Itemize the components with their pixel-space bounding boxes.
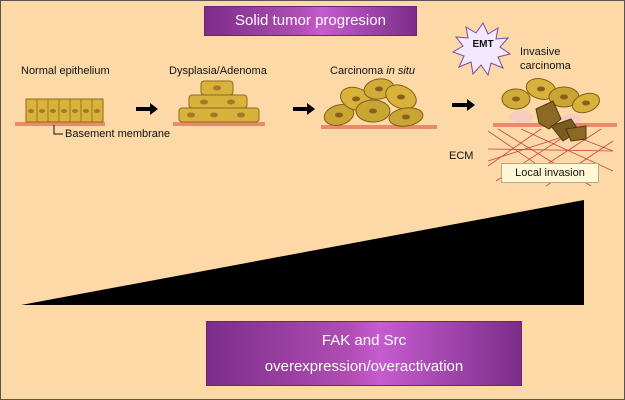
dysplasia-cells (178, 80, 260, 123)
basement-membrane-label: Basement membrane (65, 128, 171, 140)
stage-label-invasive-1: Invasive (520, 46, 561, 58)
stage-label-cis-italic: in situ (386, 65, 415, 77)
stage-label-cis: Carcinoma in situ (330, 65, 415, 77)
basement-membrane-normal (15, 122, 105, 126)
expression-wedge (21, 200, 584, 305)
arrow-3 (452, 99, 475, 111)
fak-src-line1: FAK and Src (321, 332, 407, 349)
stage-label-cis-main: Carcinoma (330, 65, 387, 77)
carcinoma-in-situ-cells (323, 78, 424, 127)
progression-arrows (136, 99, 475, 115)
basement-membrane-cis (321, 125, 437, 129)
local-invasion-label: Local invasion (501, 163, 599, 183)
fak-src-banner: FAK and Src overexpression/overactivatio… (206, 321, 522, 386)
ecm-label: ECM (449, 150, 474, 162)
invasive-carcinoma-cells (501, 78, 601, 142)
title-banner: Solid tumor progresion (204, 6, 417, 36)
fak-src-line2: overexpression/overactivation (264, 358, 464, 375)
emt-starburst (451, 21, 512, 77)
stage-label-invasive-2: carcinoma (520, 60, 571, 72)
basement-membrane-dysplasia (173, 122, 265, 126)
stage-label-dysplasia: Dysplasia/Adenoma (169, 65, 267, 77)
normal-epithelium-cells (25, 98, 104, 123)
arrow-1 (136, 103, 158, 115)
arrow-2 (293, 103, 315, 115)
emt-label: EMT (472, 39, 494, 50)
basement-membrane-callout (53, 125, 63, 135)
stage-label-normal: Normal epithelium (21, 65, 110, 77)
